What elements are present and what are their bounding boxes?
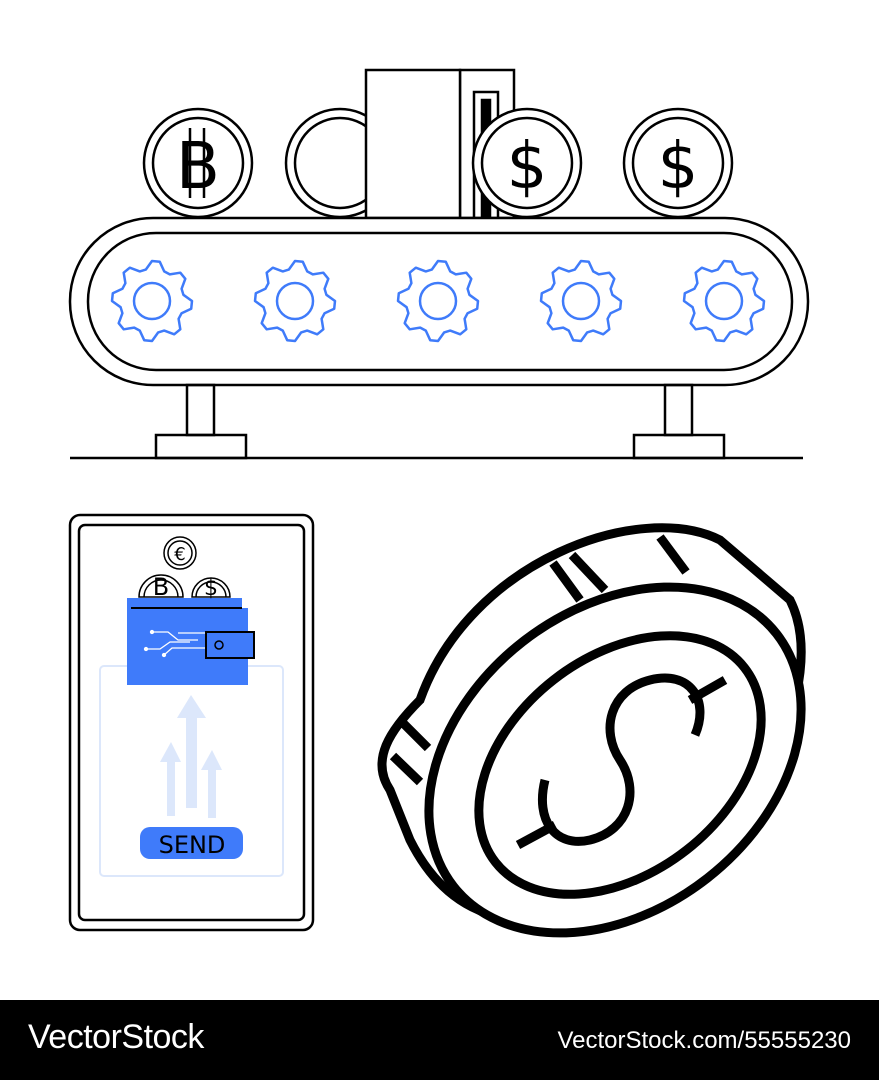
euro-coin-icon: € [163, 536, 197, 570]
gear-icon [110, 259, 194, 343]
conveyor-belt [68, 216, 810, 460]
svg-text:$: $ [507, 130, 548, 204]
svg-text:B: B [176, 130, 220, 204]
watermark-url: VectorStock.com/55555230 [557, 1027, 851, 1054]
watermark-brand: VectorStock [28, 1018, 204, 1056]
svg-text:B: B [153, 573, 169, 601]
svg-text:€: € [174, 544, 185, 565]
phone: SEND € B [68, 513, 315, 932]
send-button[interactable]: SEND [140, 827, 243, 859]
gear-icon [539, 259, 623, 343]
gear-icon [396, 259, 480, 343]
svg-text:$: $ [658, 130, 699, 204]
bitcoin-coin-icon: B [142, 107, 254, 219]
bitcoin-coin-icon: B [138, 573, 184, 601]
gear-icon [253, 259, 337, 343]
dollar-coin-icon: $ [471, 107, 583, 219]
wallet-icon [127, 598, 255, 685]
dollar-coin-icon: $ [191, 576, 231, 601]
big-dollar-coin-icon [377, 523, 806, 938]
gear-icon [682, 259, 766, 343]
watermark-footer: VectorStock VectorStock.com/55555230 [0, 1000, 879, 1080]
svg-text:$: $ [204, 576, 218, 601]
dollar-coin-icon: $ [622, 107, 734, 219]
upload-arrows-icon [160, 695, 222, 818]
svg-text:SEND: SEND [159, 831, 226, 859]
illustration: B $ $ [68, 68, 810, 938]
